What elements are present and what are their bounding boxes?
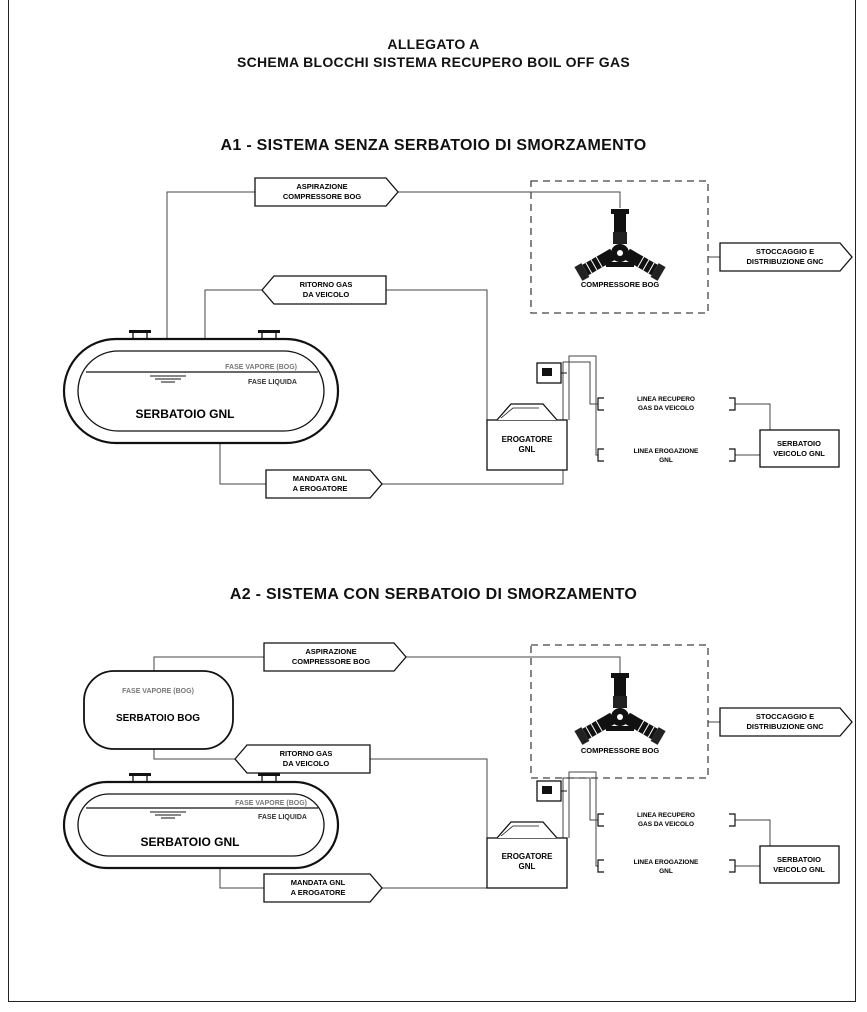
fase-vapore-label-a1: FASE VAPORE (BOG) (225, 364, 297, 371)
tank-nozzle-flange-left-a2 (129, 773, 151, 776)
fase-liquida-label-a1: FASE LIQUIDA (248, 379, 297, 386)
serbatoio-veicolo-a1 (759, 429, 840, 468)
compressore-label-a1: COMPRESSORE BOG (581, 280, 660, 289)
compressore-box-a1 (530, 180, 709, 314)
tag-stoccaggio-line1-a2: STOCCAGGIO E (756, 712, 814, 721)
tag-stoccaggio-line2-a2: DISTRIBUZIONE GNC (746, 722, 824, 731)
tank-nozzle-flange-left-a1 (129, 330, 151, 333)
serbatoio-veicolo-line1-a1: SERBATOIO (777, 439, 821, 448)
tag-aspirazione-line2-a2: COMPRESSORE BOG (292, 657, 371, 666)
bracket-left-erogazione-a1 (597, 448, 604, 462)
pipe-ritorno-to-erogatore-a2 (370, 758, 488, 838)
serbatoio-veicolo-line2-a2: VEICOLO GNL (773, 865, 825, 874)
serbatoio-bog-a2 (83, 670, 234, 750)
tag-mandata-line1-a1: MANDATA GNL (293, 474, 348, 483)
bracket-left-recupero-a1 (597, 397, 604, 411)
fase-vapore-label-a2: FASE VAPORE (BOG) (235, 800, 307, 807)
pipe-aspirazione-a1 (166, 191, 255, 366)
linea-recupero-line1-a2: LINEA RECUPERO (637, 812, 695, 819)
tag-stoccaggio-line1-a1: STOCCAGGIO E (756, 247, 814, 256)
tag-stoccaggio-line2-a1: DISTRIBUZIONE GNC (746, 257, 824, 266)
tag-aspirazione-a2 (263, 642, 407, 672)
serbatoio-gnl-a1 (62, 337, 340, 445)
bracket-left-recupero-a2 (597, 813, 604, 827)
linea-erogazione-line2-a1: GNL (659, 457, 673, 464)
bracket-right-erogazione-a2 (729, 859, 736, 873)
bracket-right-recupero-a2 (729, 813, 736, 827)
tag-aspirazione-line2-a1: COMPRESSORE BOG (283, 192, 362, 201)
compressor-icon-a2 (573, 672, 667, 746)
pipe-erogatore-line-a2 (568, 771, 598, 867)
section-a2: FASE VAPORE (BOG) SERBATOIO BOG FASE VAP… (62, 642, 853, 903)
erogatore-line1-a2: EROGATORE (502, 852, 553, 861)
tag-mandata-a2 (263, 873, 383, 903)
linea-erogazione-line1-a1: LINEA EROGAZIONE (634, 448, 699, 455)
tag-ritorno-a1 (261, 275, 387, 305)
tag-aspirazione-a1 (254, 177, 399, 207)
section-a1: FASE VAPORE (BOG) FASE LIQUIDA SERBATOIO… (62, 177, 853, 499)
tag-mandata-line2-a2: A EROGATORE (291, 888, 346, 897)
serbatoio-veicolo-a2 (759, 845, 840, 884)
pipe-aspirazione-to-compressor-a2 (406, 656, 621, 673)
pipe-erogatore-line-a1 (568, 355, 598, 456)
tag-ritorno-line1-a1: RITORNO GAS (300, 280, 353, 289)
pipe-recupero-to-vehicle-a1 (735, 403, 771, 430)
pipe-ritorno-to-erogatore-a1 (386, 289, 488, 420)
tag-ritorno-line1-a2: RITORNO GAS (280, 749, 333, 758)
tag-stoccaggio-a1 (719, 242, 853, 272)
tag-mandata-line2-a1: A EROGATORE (293, 484, 348, 493)
serbatoio-gnl-label-a2: SERBATOIO GNL (141, 835, 240, 849)
header-line-1: ALLEGATO A (387, 36, 480, 52)
serbatoio-gnl-label-a1: SERBATOIO GNL (136, 407, 235, 421)
erogatore-line2-a1: GNL (519, 445, 536, 454)
tag-ritorno-a2 (234, 744, 371, 774)
tag-ritorno-line2-a1: DA VEICOLO (303, 290, 350, 299)
linea-recupero-line2-a1: GAS DA VEICOLO (638, 405, 694, 412)
serbatoio-gnl-a2 (62, 780, 340, 870)
bracket-right-erogazione-a1 (729, 448, 736, 462)
section-a1-title: A1 - SISTEMA SENZA SERBATOIO DI SMORZAME… (220, 137, 647, 154)
bracket-left-erogazione-a2 (597, 859, 604, 873)
pipe-mandata-a1 (219, 442, 266, 485)
compressor-icon-a1 (573, 208, 667, 282)
section-a2-title: A2 - SISTEMA CON SERBATOIO DI SMORZAMENT… (229, 586, 638, 603)
erogatore-a2 (486, 780, 568, 889)
erogatore-line1-a1: EROGATORE (502, 435, 553, 444)
serbatoio-veicolo-line1-a2: SERBATOIO (777, 855, 821, 864)
tag-aspirazione-line1-a1: ASPIRAZIONE (296, 182, 347, 191)
page-border (8, 0, 856, 1002)
linea-recupero-line2-a2: GAS DA VEICOLO (638, 821, 694, 828)
bog-fase-vapore-label-a2: FASE VAPORE (BOG) (122, 688, 194, 695)
tag-mandata-line1-a2: MANDATA GNL (291, 878, 346, 887)
tag-aspirazione-line1-a2: ASPIRAZIONE (305, 647, 356, 656)
tag-ritorno-line2-a2: DA VEICOLO (283, 759, 330, 768)
linea-erogazione-line1-a2: LINEA EROGAZIONE (634, 859, 699, 866)
bracket-right-recupero-a1 (729, 397, 736, 411)
tag-stoccaggio-a2 (719, 707, 853, 737)
compressore-label-a2: COMPRESSORE BOG (581, 746, 660, 755)
serbatoio-veicolo-line2-a1: VEICOLO GNL (773, 449, 825, 458)
linea-erogazione-line2-a2: GNL (659, 868, 673, 875)
pipe-mandata-to-erogatore-a1 (382, 361, 598, 485)
pipe-recupero-to-vehicle-a2 (735, 819, 771, 846)
serbatoio-bog-label-a2: SERBATOIO BOG (116, 713, 200, 724)
tag-mandata-a1 (265, 469, 383, 499)
pipe-mandata-a2 (219, 862, 264, 889)
linea-recupero-line1-a1: LINEA RECUPERO (637, 396, 695, 403)
serbatoio-gnl-inner-a2 (77, 793, 325, 857)
serbatoio-gnl-inner-a1 (77, 350, 325, 432)
fase-liquida-label-a2: FASE LIQUIDA (258, 814, 307, 821)
pipe-aspirazione-to-compressor-a1 (398, 191, 621, 208)
compressore-box-a2 (530, 644, 709, 779)
tank-nozzle-flange-right-a2 (258, 773, 280, 776)
tank-nozzle-flange-right-a1 (258, 330, 280, 333)
header-line-2: SCHEMA BLOCCHI SISTEMA RECUPERO BOIL OFF… (236, 54, 631, 70)
erogatore-line2-a2: GNL (519, 862, 536, 871)
